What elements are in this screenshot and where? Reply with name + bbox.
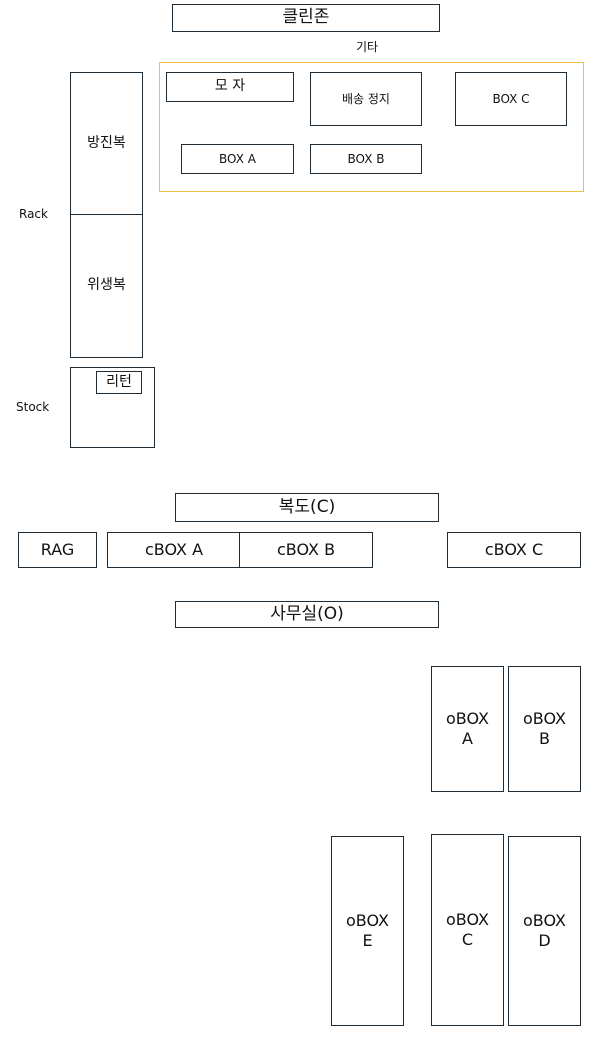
box-b: BOX B	[310, 144, 422, 174]
box-a: BOX A	[181, 144, 294, 174]
hat-box: 모 자	[166, 72, 294, 102]
office-obox-d: oBOX D	[508, 836, 581, 1026]
corridor-cbox-c: cBOX C	[447, 532, 581, 568]
office-obox-e: oBOX E	[331, 836, 404, 1026]
rack-label: Rack	[19, 207, 48, 221]
office-obox-a: oBOX A	[431, 666, 504, 792]
stock-label: Stock	[16, 400, 50, 414]
corridor-rag: RAG	[18, 532, 97, 568]
office-title: 사무실(O)	[175, 601, 439, 628]
etc-area	[159, 62, 584, 192]
rack-item-dustproof-suit: 방진복	[70, 72, 143, 216]
corridor-cbox-a: cBOX A	[107, 532, 241, 568]
office-obox-c: oBOX C	[431, 834, 504, 1026]
box-c: BOX C	[455, 72, 567, 126]
clean-zone-title: 클린존	[172, 4, 440, 32]
delivery-stop-box: 배송 정지	[310, 72, 422, 126]
office-obox-b: oBOX B	[508, 666, 581, 792]
corridor-cbox-b: cBOX B	[239, 532, 373, 568]
etc-label: 기타	[356, 40, 379, 54]
return-box: 리턴	[96, 371, 142, 394]
rack-item-hygiene-suit: 위생복	[70, 214, 143, 358]
corridor-title: 복도(C)	[175, 493, 439, 522]
